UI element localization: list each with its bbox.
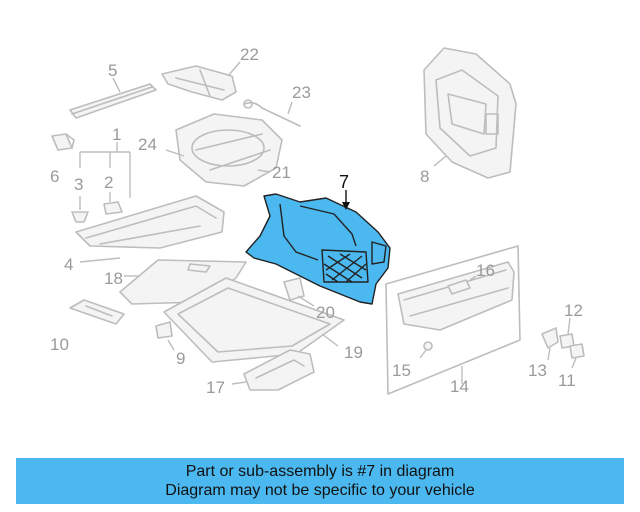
part-23-lug-wrench: [243, 99, 301, 127]
part-9-clip: [155, 321, 175, 351]
part-12-fastener: [559, 317, 575, 349]
callout-16: 16: [476, 261, 495, 280]
callout-10: 10: [50, 335, 69, 354]
callout-22: 22: [240, 45, 259, 64]
part-7-side-trim-panel: [245, 190, 391, 305]
part-19-cargo-mat: [163, 277, 345, 363]
callout-9: 9: [176, 349, 185, 368]
parts-diagram: 5 22 23 1 24 6 3 2 21 7 8 4 16 18 12 20 …: [50, 45, 585, 397]
part-2-retainer: [103, 192, 123, 215]
part-3-pushpin: [71, 196, 89, 223]
part-24-spare-tray: [165, 113, 283, 187]
callout-17: 17: [206, 378, 225, 397]
callout-14: 14: [450, 377, 469, 396]
callout-21: 21: [272, 163, 291, 182]
part-13-fastener: [541, 327, 559, 361]
part-17-storage-tray: [231, 349, 315, 391]
callout-24: 24: [138, 135, 157, 154]
part-8-quarter-trim: [423, 47, 517, 179]
part-6-clip: [51, 133, 75, 151]
callout-4: 4: [64, 255, 73, 274]
part-18-floor-panel: [119, 259, 247, 305]
callout-13: 13: [528, 361, 547, 380]
part-20-bracket: [283, 277, 315, 307]
part-5-cargo-cover: [69, 77, 157, 119]
part-10-sill-trim: [69, 299, 125, 325]
part-11-fastener: [569, 343, 585, 369]
part-22-jack: [161, 61, 241, 101]
banner-line-disclaimer: Diagram may not be specific to your vehi…: [165, 482, 475, 499]
callout-6: 6: [50, 167, 59, 186]
callout-18: 18: [104, 269, 123, 288]
callout-7: 7: [339, 172, 349, 192]
callout-2: 2: [104, 173, 113, 192]
callout-12: 12: [564, 301, 583, 320]
banner-line-part: Part or sub-assembly is #7 in diagram: [185, 463, 455, 480]
callout-3: 3: [74, 175, 83, 194]
callout-1: 1: [112, 125, 121, 144]
part-16-handle: [447, 275, 477, 295]
part-14-tailgate-trim: [385, 245, 521, 395]
callout-15: 15: [392, 361, 411, 380]
callout-5: 5: [108, 61, 117, 80]
callout-19: 19: [344, 343, 363, 362]
callout-8: 8: [420, 167, 429, 186]
callout-11: 11: [558, 371, 576, 390]
part-1-shelf: [75, 195, 225, 249]
part-15-clip: [419, 341, 433, 359]
callout-23: 23: [292, 83, 311, 102]
part-1-leader: [79, 142, 131, 198]
part-4-leader: [79, 257, 121, 263]
info-banner: Part or sub-assembly is #7 in diagram Di…: [16, 458, 624, 504]
callout-20: 20: [316, 303, 335, 322]
